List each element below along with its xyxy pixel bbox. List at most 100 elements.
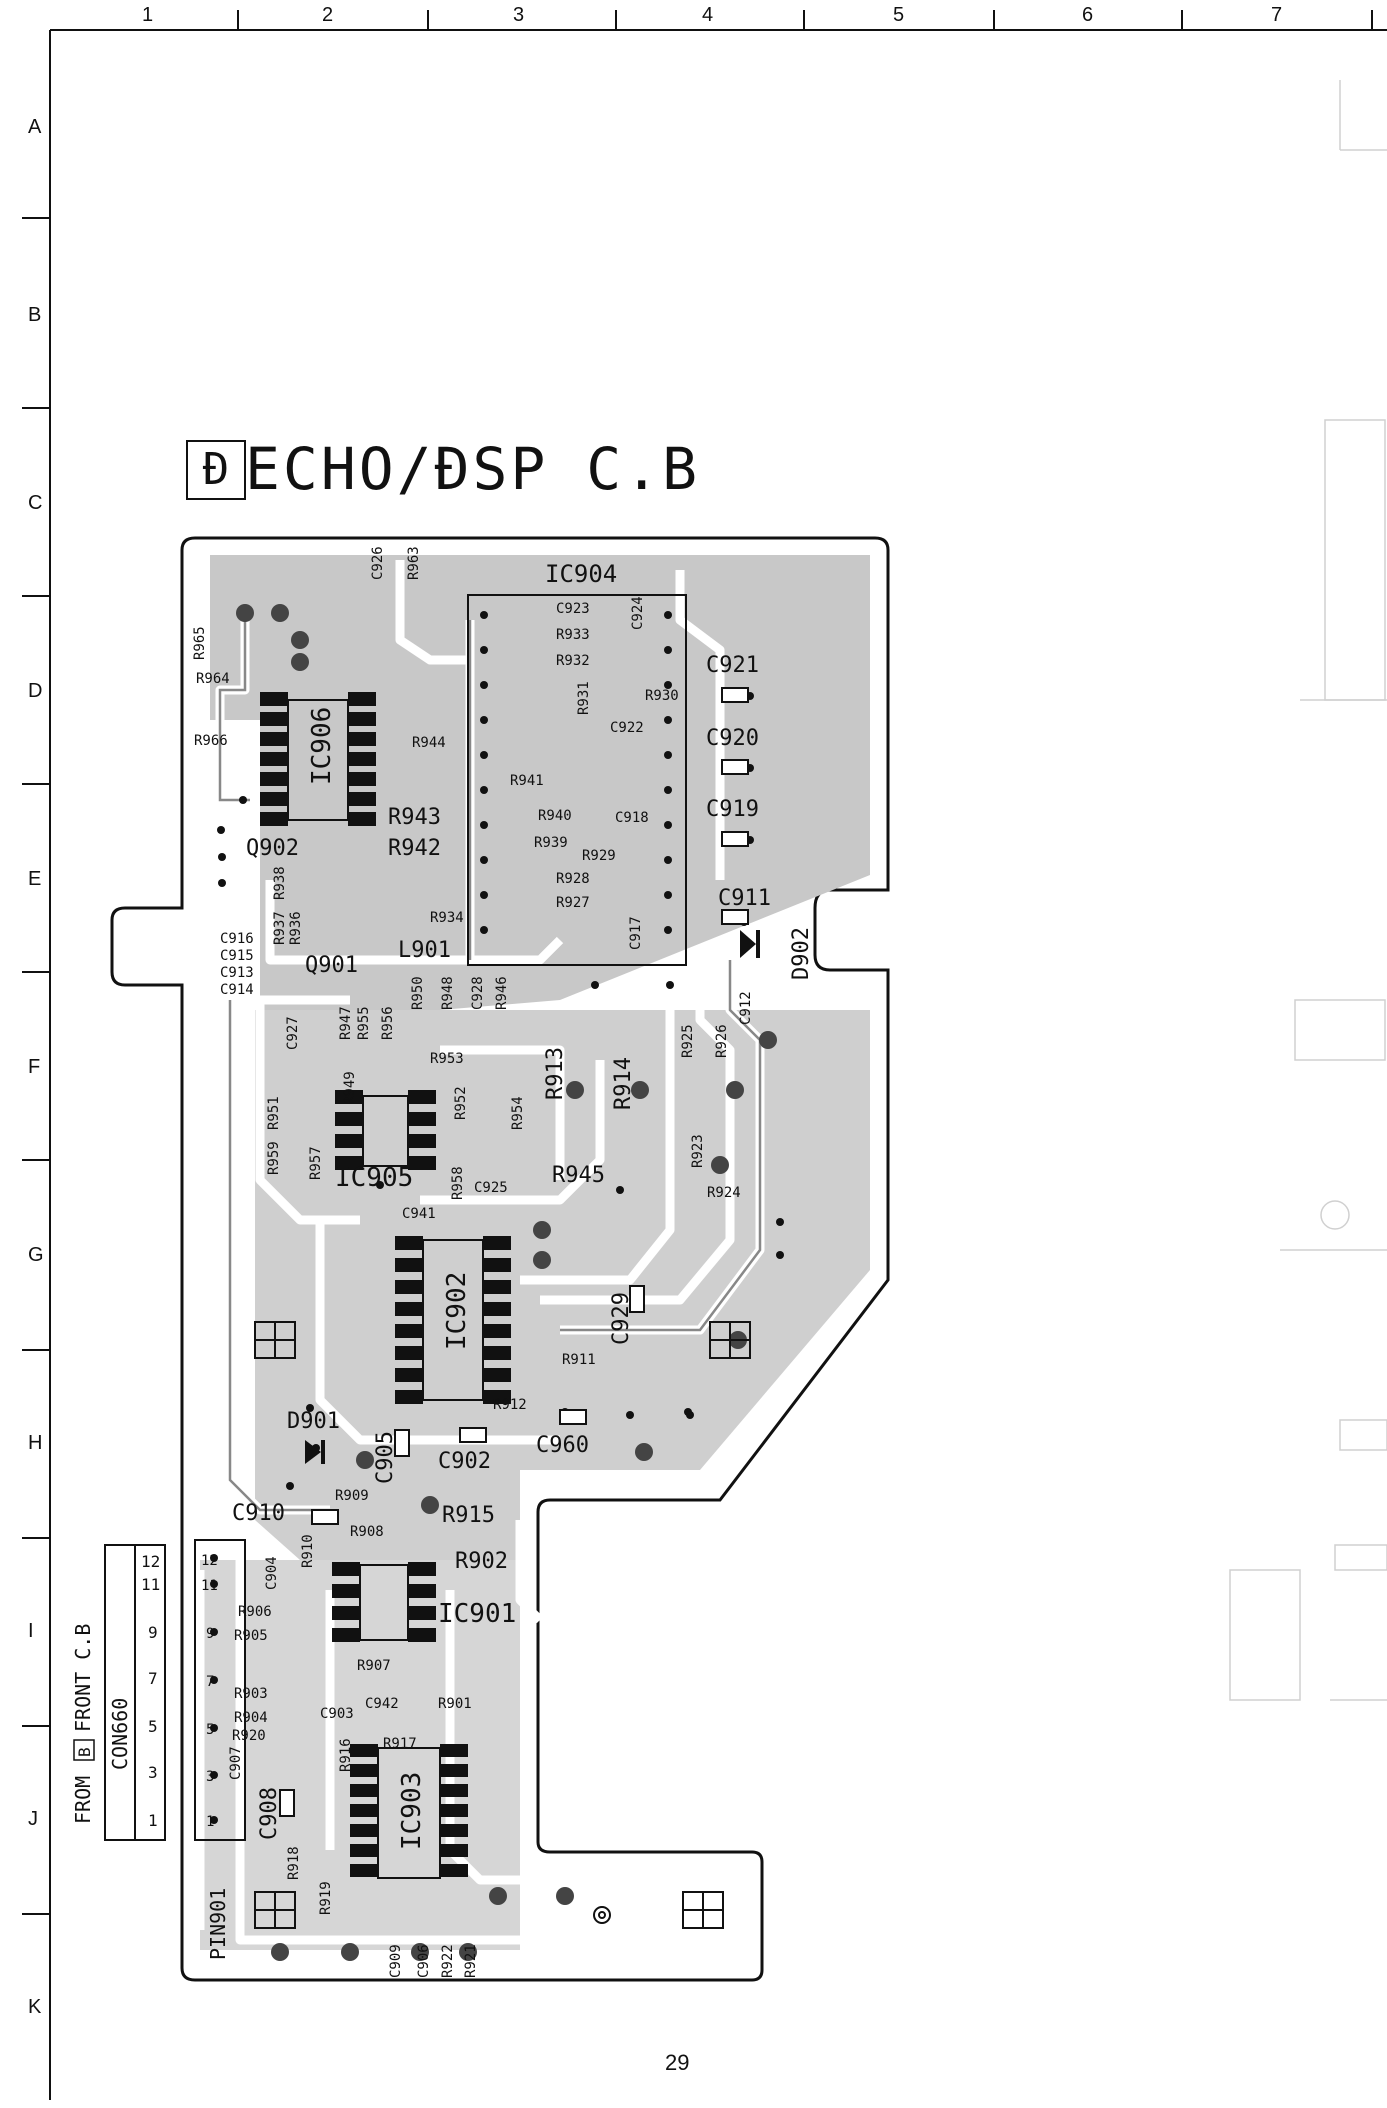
- con-pin: 9: [148, 1623, 158, 1642]
- row-letter: I: [28, 1620, 34, 1642]
- con-box-letter: B: [75, 1747, 94, 1757]
- part-label: R905: [234, 1628, 268, 1644]
- part-label: R966: [194, 733, 228, 749]
- pin-mark: 5: [206, 1722, 214, 1738]
- part-label: C912: [738, 991, 754, 1025]
- ic-label: IC903: [397, 1772, 427, 1850]
- part-label: R941: [510, 773, 544, 789]
- part-label: R946: [494, 976, 510, 1010]
- ic-label: IC904: [545, 560, 617, 588]
- part-label: R909: [335, 1488, 369, 1504]
- part-label: C907: [228, 1746, 244, 1780]
- part-label: C911: [718, 886, 771, 911]
- part-label: C942: [365, 1696, 399, 1712]
- part-label: R902: [455, 1549, 508, 1574]
- part-label: R938: [272, 866, 288, 900]
- part-label: R914: [611, 1057, 636, 1110]
- part-label: C908: [257, 1787, 282, 1840]
- part-label: R906: [238, 1604, 272, 1620]
- part-label: R915: [442, 1503, 495, 1528]
- part-label: R958: [450, 1166, 466, 1200]
- row-letter: C: [28, 492, 43, 514]
- part-label: R948: [440, 976, 456, 1010]
- part-label: R913: [543, 1047, 568, 1100]
- part-label: R936: [288, 911, 304, 945]
- part-label: R928: [556, 871, 590, 887]
- row-letter: A: [28, 116, 42, 138]
- con-pin: 11: [141, 1575, 160, 1594]
- row-letter: J: [28, 1808, 38, 1830]
- row-letter: G: [28, 1244, 44, 1266]
- part-label: R949: [342, 1071, 358, 1105]
- part-label: C914: [220, 982, 254, 998]
- part-label: C929: [609, 1292, 634, 1345]
- part-label: C904: [264, 1556, 280, 1590]
- part-label: R954: [510, 1096, 526, 1130]
- part-label: R950: [410, 976, 426, 1010]
- part-label: C919: [706, 797, 759, 822]
- capacitors: [279, 687, 749, 1817]
- part-label: R953: [430, 1051, 464, 1067]
- part-label: C923: [556, 601, 590, 617]
- part-label: R955: [356, 1006, 372, 1040]
- part-label: R904: [234, 1710, 268, 1726]
- part-label: R930: [645, 688, 679, 704]
- part-label: R947: [338, 1006, 354, 1040]
- ic-label: IC901: [438, 1599, 516, 1629]
- row-letter: D: [28, 680, 43, 702]
- part-label: R942: [388, 836, 441, 861]
- part-label: R957: [308, 1146, 324, 1180]
- part-label: R931: [576, 681, 592, 715]
- part-label: R951: [266, 1096, 282, 1130]
- part-label: C909: [388, 1944, 404, 1978]
- fiducials: [254, 1321, 751, 1929]
- part-label: C910: [232, 1501, 285, 1526]
- part-label: C913: [220, 965, 254, 981]
- column-number: 4: [702, 4, 714, 26]
- diode-label: D902: [789, 927, 814, 980]
- part-label: R911: [562, 1352, 596, 1368]
- part-label: R907: [357, 1658, 391, 1674]
- part-label: R916: [338, 1738, 354, 1772]
- part-label: R924: [707, 1185, 741, 1201]
- column-number: 7: [1271, 4, 1283, 26]
- part-label: R952: [453, 1086, 469, 1120]
- page-number: 29: [665, 2050, 690, 2075]
- part-label: C905: [373, 1431, 398, 1484]
- part-label: C927: [285, 1016, 301, 1050]
- pin-mark: 11: [201, 1578, 218, 1594]
- part-label: R921: [463, 1944, 479, 1978]
- part-label: C960: [536, 1433, 589, 1458]
- transistor-label: Q901: [305, 953, 358, 978]
- row-letter: K: [28, 1996, 42, 2018]
- part-label: R925: [680, 1024, 696, 1058]
- column-number: 3: [513, 4, 525, 26]
- diode-label: D901: [287, 1409, 340, 1434]
- board-letter-box: Ð: [186, 440, 246, 500]
- part-label: R956: [380, 1006, 396, 1040]
- part-label: R918: [286, 1846, 302, 1880]
- part-label: C918: [615, 810, 649, 826]
- part-label: C903: [320, 1706, 354, 1722]
- part-label: R910: [300, 1534, 316, 1568]
- row-letter: H: [28, 1432, 43, 1454]
- ic-bodies: [287, 699, 484, 1879]
- part-label: C906: [416, 1944, 432, 1978]
- ic-label: IC905: [335, 1163, 413, 1193]
- con-pin: 12: [141, 1552, 160, 1571]
- ic901-pads: [332, 1562, 436, 1642]
- column-number: 6: [1082, 4, 1094, 26]
- part-label: R923: [690, 1134, 706, 1168]
- pin-mark: 9: [206, 1626, 214, 1642]
- con-dest: FRONT C.B: [71, 1624, 95, 1732]
- part-label: R901: [438, 1696, 472, 1712]
- part-label: R933: [556, 627, 590, 643]
- con-name: CON660: [108, 1698, 132, 1770]
- part-label: R926: [714, 1024, 730, 1058]
- part-label: R908: [350, 1524, 384, 1540]
- pin-mark: 3: [206, 1769, 214, 1785]
- part-label: R943: [388, 805, 441, 830]
- con-pin: 7: [148, 1669, 158, 1688]
- con-pin: 5: [148, 1717, 158, 1736]
